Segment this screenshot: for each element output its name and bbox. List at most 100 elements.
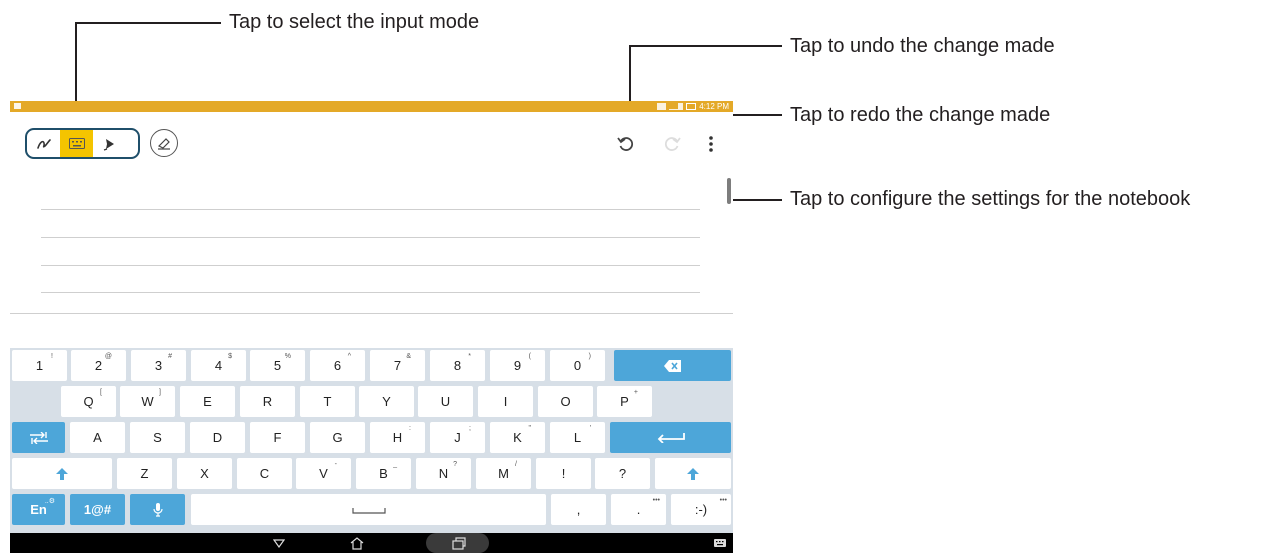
on-screen-keyboard: En ..⚙ 1@# , . ••• :-) ••• 1!2@3#4$5 — [10, 348, 733, 533]
key-v[interactable]: V- — [296, 458, 351, 489]
key-d[interactable]: D — [190, 422, 245, 453]
enter-key[interactable] — [610, 422, 731, 453]
key-label: S — [153, 430, 162, 445]
home-button[interactable] — [346, 535, 368, 551]
key-w[interactable]: W] — [120, 386, 175, 417]
pen-icon — [103, 138, 114, 151]
comma-label: , — [576, 502, 581, 517]
microphone-key[interactable] — [130, 494, 185, 525]
key-t[interactable]: T — [300, 386, 355, 417]
key-6[interactable]: 6^ — [310, 350, 365, 381]
shift-key-left[interactable] — [12, 458, 112, 489]
ruled-line — [41, 265, 700, 266]
recents-highlight — [426, 533, 489, 553]
key-p[interactable]: P+ — [597, 386, 652, 417]
key-9[interactable]: 9( — [490, 350, 545, 381]
period-sup: ••• — [652, 497, 660, 504]
symbols-key[interactable]: 1@# — [70, 494, 125, 525]
key-exclamation[interactable]: ! — [536, 458, 591, 489]
key-label: E — [203, 394, 212, 409]
navigation-bar — [10, 533, 733, 553]
language-label: En — [30, 502, 47, 517]
key-y[interactable]: Y — [359, 386, 414, 417]
emoticon-key[interactable]: :-) ••• — [671, 494, 731, 525]
key-m[interactable]: M/ — [476, 458, 531, 489]
backspace-key[interactable] — [614, 350, 731, 381]
key-8[interactable]: 8* — [430, 350, 485, 381]
key-label: K — [513, 430, 522, 445]
tab-key[interactable] — [12, 422, 65, 453]
key-l[interactable]: L' — [550, 422, 605, 453]
symbols-label: 1@# — [83, 502, 112, 517]
key-o[interactable]: O — [538, 386, 593, 417]
period-key[interactable]: . ••• — [611, 494, 666, 525]
backspace-icon — [663, 359, 681, 372]
key-z[interactable]: Z — [117, 458, 172, 489]
key-i[interactable]: I — [478, 386, 533, 417]
language-key[interactable]: En ..⚙ — [12, 494, 65, 525]
key-label: 9 — [513, 358, 522, 373]
microphone-icon — [152, 502, 163, 517]
key-label: 7 — [393, 358, 402, 373]
callout-input-mode-line-v — [75, 22, 77, 119]
key-s[interactable]: S — [130, 422, 185, 453]
key-a[interactable]: A — [70, 422, 125, 453]
key-h[interactable]: H: — [370, 422, 425, 453]
notebook-page[interactable] — [10, 169, 733, 348]
eraser-icon — [157, 138, 170, 150]
key-secondary: % — [284, 353, 291, 360]
key-label: ? — [618, 466, 627, 481]
key-question[interactable]: ? — [595, 458, 650, 489]
eraser-button[interactable] — [150, 129, 178, 157]
scrollbar[interactable] — [727, 178, 731, 204]
key-n[interactable]: N? — [416, 458, 471, 489]
ruled-line — [41, 209, 700, 210]
key-secondary: * — [468, 353, 471, 360]
emoticon-label: :-) — [694, 502, 708, 517]
key-r[interactable]: R — [240, 386, 295, 417]
key-q[interactable]: Q[ — [61, 386, 116, 417]
mode-keyboard-button[interactable] — [60, 130, 93, 157]
key-2[interactable]: 2@ — [71, 350, 126, 381]
key-label: D — [212, 430, 223, 445]
mode-handwriting-button[interactable] — [27, 130, 60, 157]
key-k[interactable]: K" — [490, 422, 545, 453]
keyboard-toggle-button[interactable] — [711, 535, 729, 551]
key-b[interactable]: B_ — [356, 458, 411, 489]
key-g[interactable]: G — [310, 422, 365, 453]
key-f[interactable]: F — [250, 422, 305, 453]
key-label: F — [273, 430, 282, 445]
key-x[interactable]: X — [177, 458, 232, 489]
mode-pen-button[interactable] — [93, 130, 126, 157]
redo-button[interactable] — [659, 131, 685, 157]
space-key[interactable] — [191, 494, 546, 525]
key-label: 8 — [453, 358, 462, 373]
comma-key[interactable]: , — [551, 494, 606, 525]
key-j[interactable]: J; — [430, 422, 485, 453]
key-label: 2 — [94, 358, 103, 373]
key-label: X — [200, 466, 209, 481]
key-5[interactable]: 5% — [250, 350, 305, 381]
language-sup: ..⚙ — [44, 498, 55, 505]
redo-icon — [664, 137, 681, 151]
tab-icon — [29, 431, 48, 444]
undo-button[interactable] — [613, 131, 639, 157]
key-u[interactable]: U — [418, 386, 473, 417]
key-secondary: ! — [51, 353, 53, 360]
key-label: R — [262, 394, 273, 409]
key-0[interactable]: 0) — [550, 350, 605, 381]
recents-button[interactable] — [448, 535, 470, 551]
back-button[interactable] — [269, 535, 289, 551]
more-options-button[interactable] — [698, 131, 724, 157]
key-c[interactable]: C — [237, 458, 292, 489]
key-1[interactable]: 1! — [12, 350, 67, 381]
key-3[interactable]: 3# — [131, 350, 186, 381]
home-icon — [350, 536, 364, 550]
callout-redo: Tap to redo the change made — [790, 104, 1051, 126]
key-4[interactable]: 4$ — [191, 350, 246, 381]
key-7[interactable]: 7& — [370, 350, 425, 381]
shift-key-right[interactable] — [655, 458, 731, 489]
key-label: M — [498, 466, 509, 481]
keyboard-icon — [714, 539, 726, 547]
key-e[interactable]: E — [180, 386, 235, 417]
